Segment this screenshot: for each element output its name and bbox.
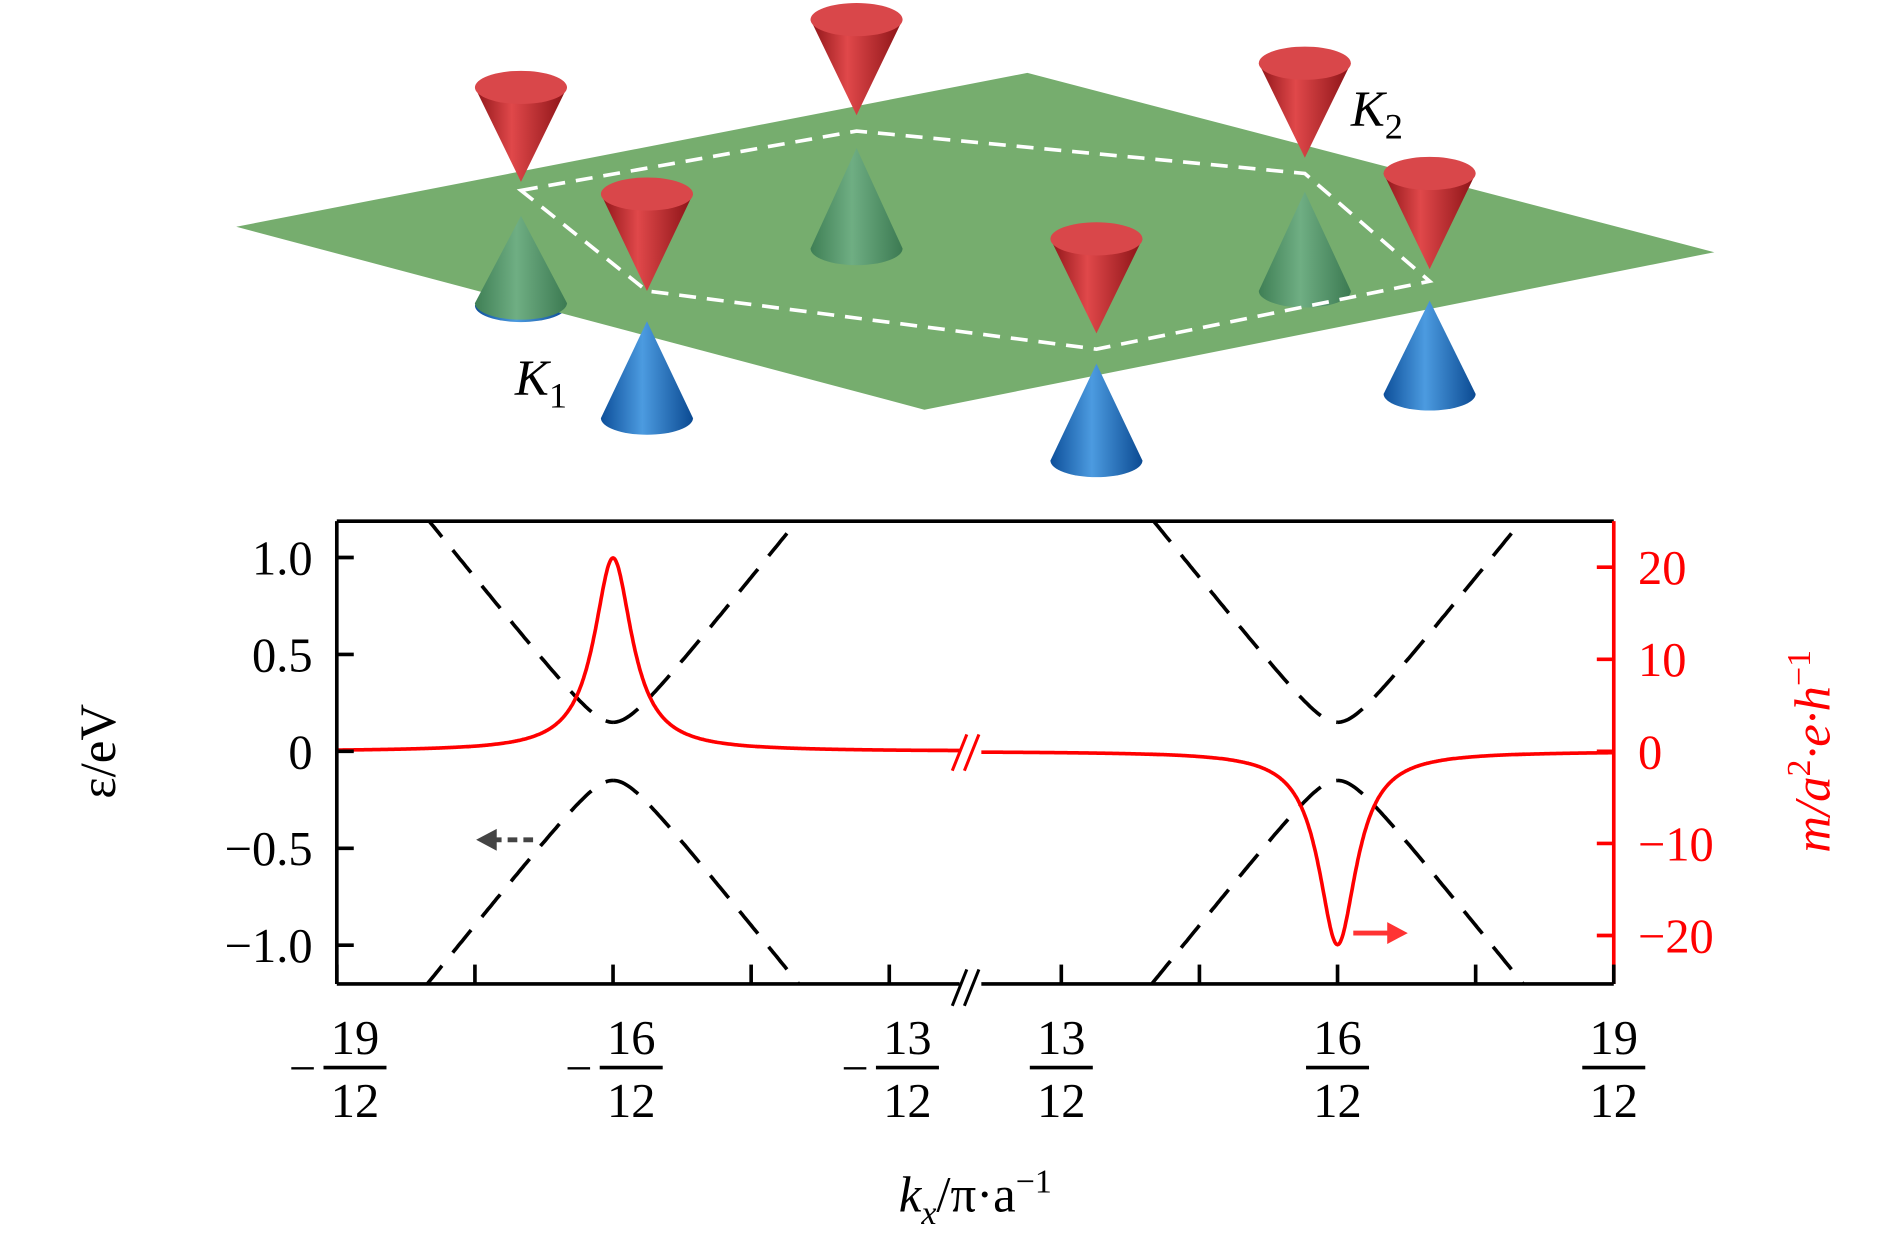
y-right-tick-label: −10 [1638, 818, 1714, 871]
y-tick-label: −0.5 [225, 823, 313, 876]
x-tick-numerator: 16 [1313, 1012, 1361, 1065]
y-tick-label: 1.0 [252, 532, 313, 585]
x-tick-denominator: 12 [1590, 1075, 1638, 1128]
energy-band-line [426, 521, 614, 725]
blue-cone [1050, 363, 1143, 478]
label-k1: K1 [514, 351, 567, 415]
green-plane [236, 72, 1715, 410]
energy-band-line [1337, 778, 1526, 984]
effective-mass-line [978, 750, 1614, 947]
red-cone-top [600, 177, 693, 211]
y-tick-label: −1.0 [225, 920, 313, 973]
y-right-tick-label: −20 [1638, 910, 1714, 963]
energy-band-line [1337, 521, 1524, 725]
green-cone [810, 148, 903, 266]
y-right-tick-label: 0 [1638, 726, 1662, 779]
x-tick-numerator: 19 [331, 1012, 379, 1065]
red-cone [810, 19, 903, 116]
y-axis-label: ε/eV [71, 704, 127, 799]
green-cone [1258, 191, 1351, 308]
red-cone-top [810, 3, 903, 37]
x-tick-sign: − [565, 1043, 592, 1096]
curve-break-mark [950, 733, 969, 772]
x-tick-numerator: 19 [1590, 1012, 1638, 1065]
x-tick-numerator: 16 [607, 1012, 655, 1065]
axis-break-mark [962, 968, 981, 1007]
energy-band-line [612, 778, 802, 984]
energy-band-line [1151, 521, 1338, 725]
left-axis-arrow [476, 828, 534, 851]
y-tick-label: 0 [288, 726, 312, 779]
label-k2: K2 [1350, 82, 1403, 146]
blue-cone [1383, 300, 1476, 411]
right-axis-arrow [1353, 922, 1408, 944]
hexagon-dashed-boundary [516, 129, 1434, 351]
x-tick-numerator: 13 [883, 1012, 931, 1065]
red-cone-top [1258, 46, 1351, 80]
x-axis-label: kx/π·a−1 [899, 1163, 1052, 1231]
x-tick-denominator: 12 [1313, 1075, 1361, 1128]
red-cone-top [1383, 156, 1476, 191]
red-cone [1050, 238, 1143, 334]
axis-break-mark [950, 968, 969, 1007]
brillouin-zone-illustration: K1 K2 [236, 3, 1715, 478]
x-tick-sign: − [289, 1043, 316, 1096]
red-cone-top [474, 70, 567, 104]
x-tick-denominator: 12 [1037, 1075, 1085, 1128]
red-cone [600, 194, 693, 291]
blue-cone [600, 321, 693, 435]
x-tick-denominator: 12 [607, 1075, 655, 1128]
y-axis-right-label: m/a2·e·h−1 [1781, 650, 1841, 853]
energy-band-line [1149, 778, 1338, 984]
x-tick-denominator: 12 [883, 1075, 931, 1128]
chart: 1.00.50−0.5−1.020100−10−201912−1612−1312… [71, 519, 1841, 1232]
effective-mass-line [336, 556, 970, 753]
red-cone-top [1050, 222, 1143, 256]
y-tick-label: 0.5 [252, 629, 313, 682]
y-right-tick-label: 10 [1638, 634, 1686, 687]
green-cone [474, 215, 567, 320]
red-cone [1258, 63, 1351, 158]
red-cone [474, 87, 567, 182]
y-right-tick-label: 20 [1638, 542, 1686, 595]
x-tick-denominator: 12 [331, 1075, 379, 1128]
x-tick-sign: − [841, 1043, 868, 1096]
curve-break-mark [962, 733, 981, 772]
x-tick-numerator: 13 [1037, 1012, 1085, 1065]
red-cone [1383, 173, 1476, 270]
